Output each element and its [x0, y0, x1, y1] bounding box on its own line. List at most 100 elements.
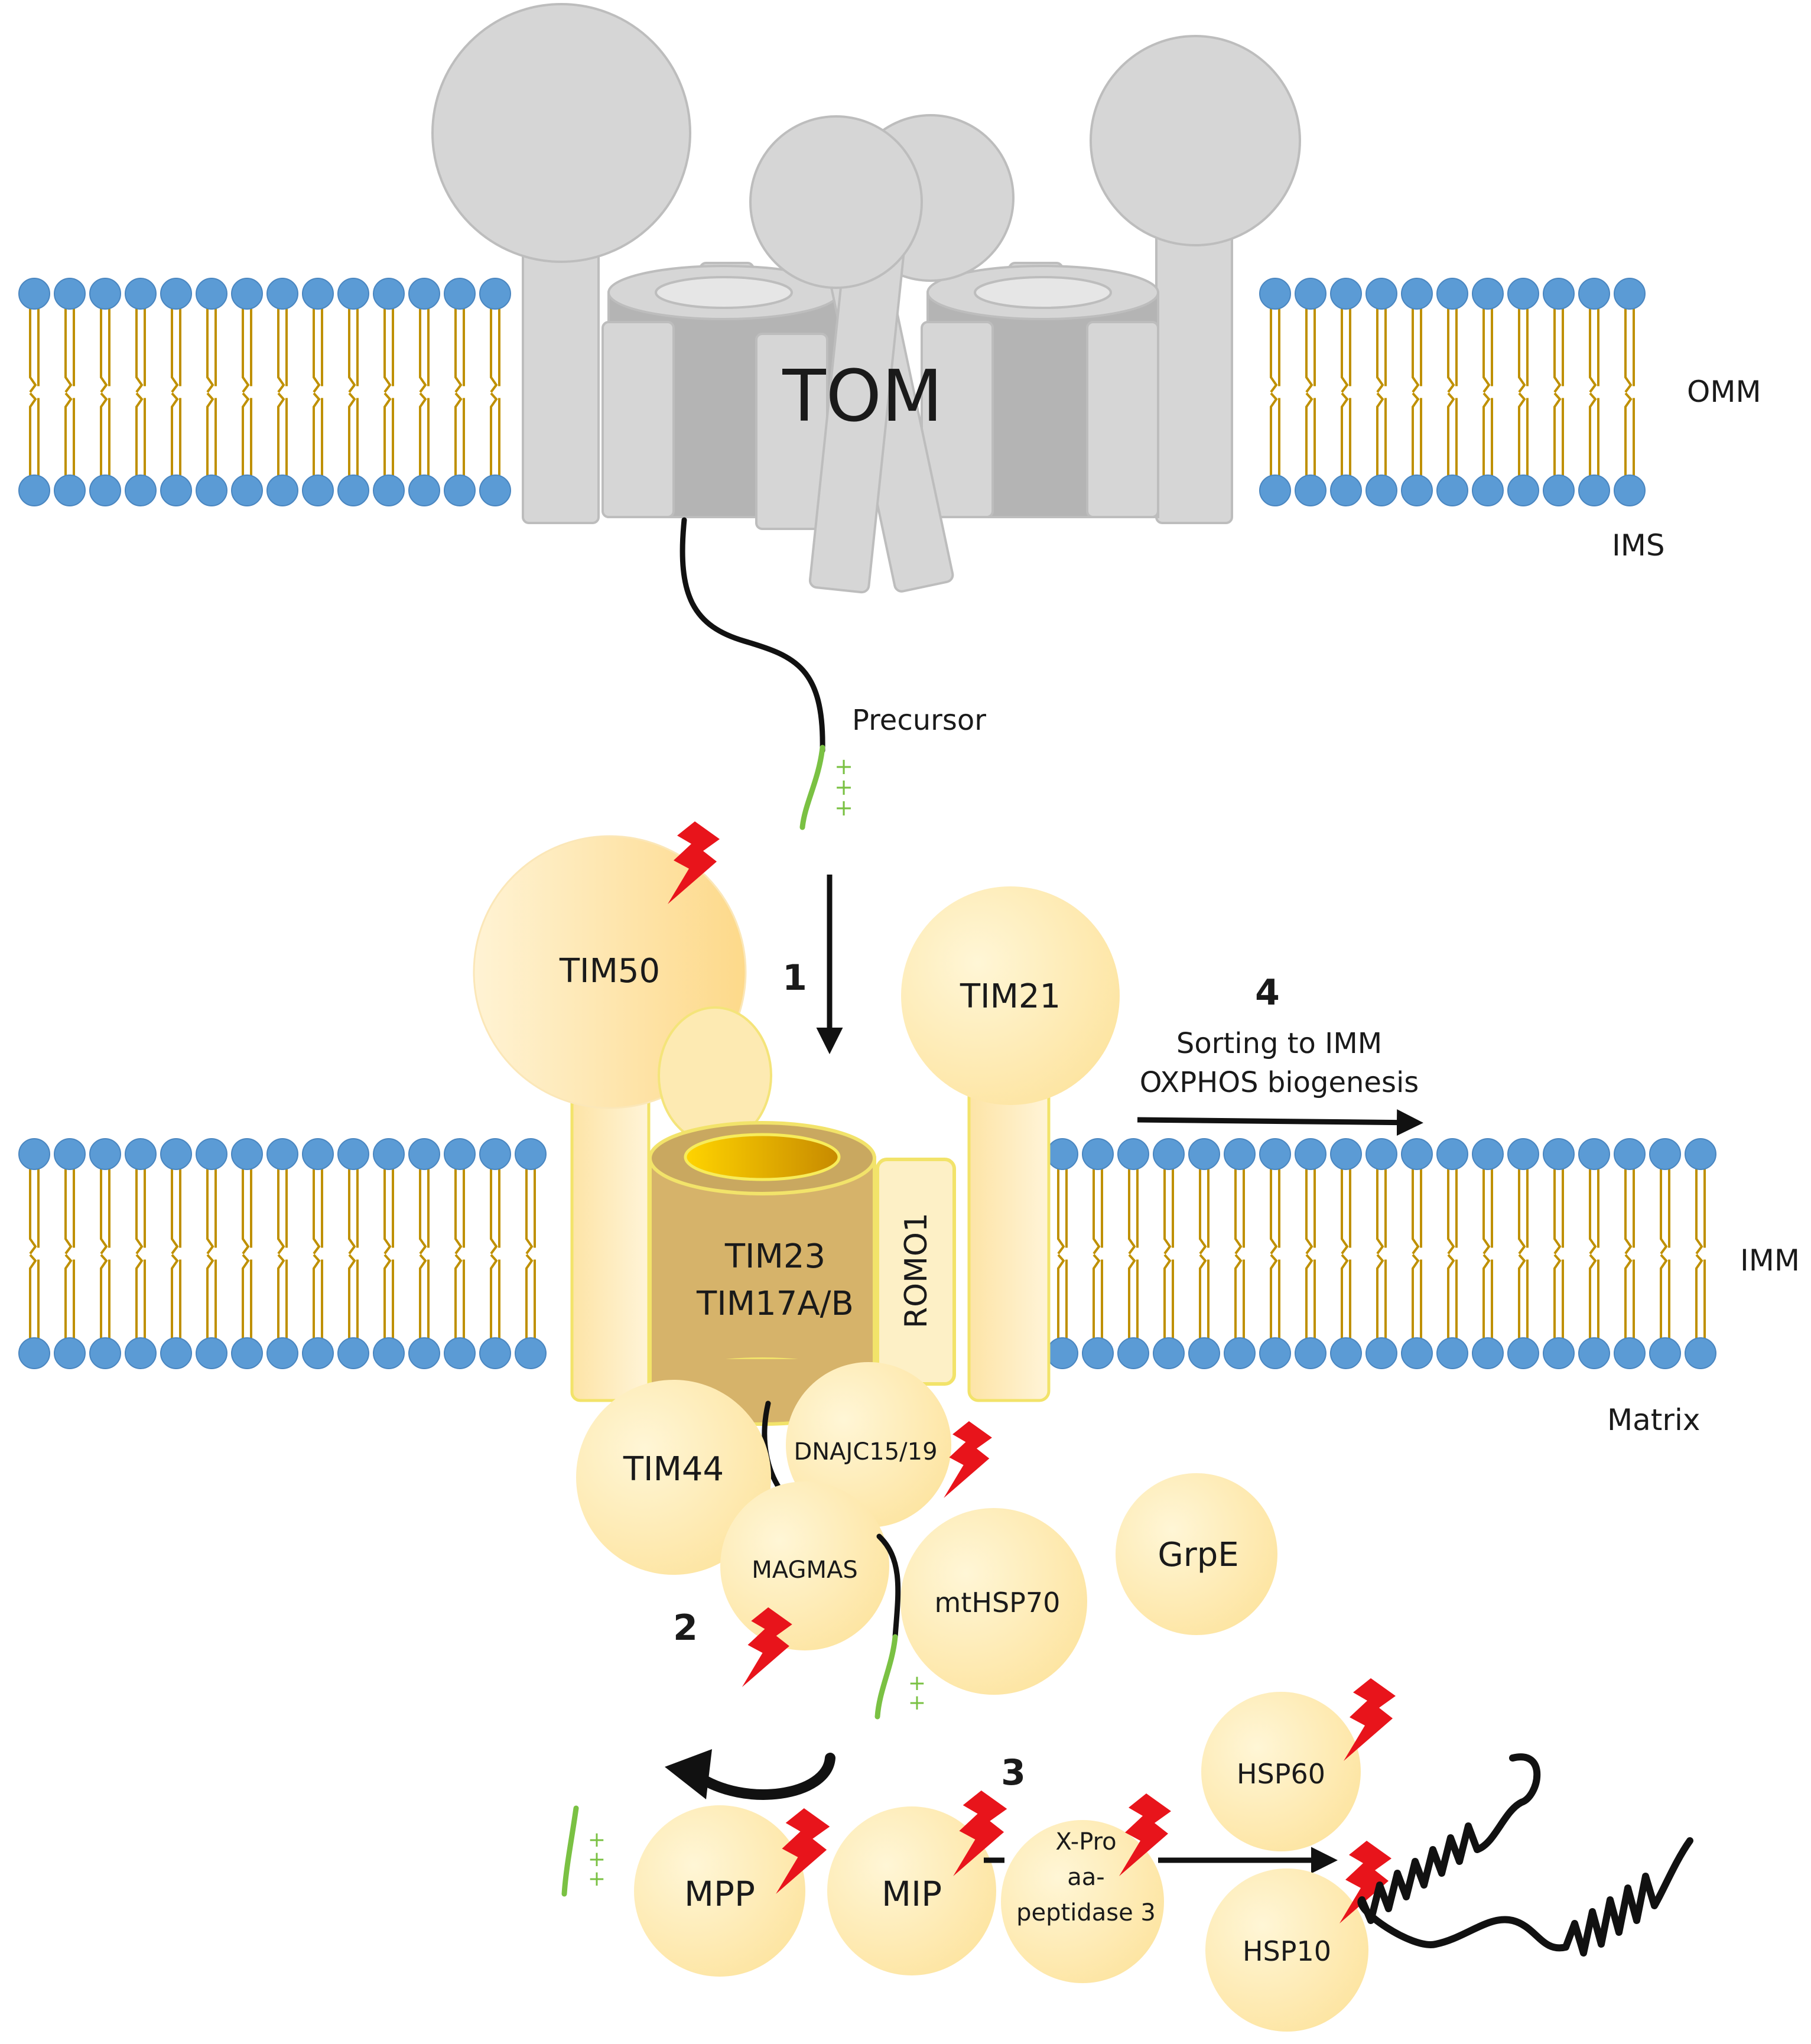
lipid-head	[1295, 278, 1326, 310]
grpe-label: GrpE	[1158, 1536, 1238, 1574]
lipid-tail	[1553, 1167, 1564, 1340]
precursor-chain	[679, 517, 825, 753]
xpro-label-line3: peptidase 3	[1016, 1899, 1156, 1926]
lipid-head	[1365, 278, 1397, 310]
lipid-tail	[1376, 1167, 1387, 1340]
tim17-label: TIM17A/B	[696, 1285, 854, 1323]
sorting-label-line1: Sorting to IMM	[1176, 1027, 1382, 1060]
lipid-tail	[419, 1167, 430, 1340]
lipid-tail	[454, 1167, 465, 1340]
lipid-head	[302, 1138, 334, 1170]
lipid-head	[1472, 278, 1504, 310]
lipid-head	[408, 278, 440, 310]
lipid-tail	[1199, 1167, 1209, 1340]
lipid-head	[160, 475, 192, 506]
cleaved-presequence	[561, 1805, 579, 1897]
lipid-tail	[29, 1167, 40, 1340]
lipid-head	[1401, 278, 1433, 310]
omm-label: OMM	[1687, 375, 1761, 409]
lipid-head	[1578, 1138, 1610, 1170]
lipid-head	[1188, 1138, 1220, 1170]
lipid-tail	[135, 1167, 146, 1340]
precursor-matrix-chain-lower	[876, 1533, 901, 1640]
lipid-tail	[1341, 1167, 1351, 1340]
lipid-head	[1614, 1138, 1646, 1170]
lipid-tail	[348, 307, 359, 477]
lipid-head	[408, 475, 440, 506]
lipid-tail	[64, 1167, 75, 1340]
lipid-head	[444, 1337, 476, 1369]
lipid-head	[1685, 1337, 1716, 1369]
magmas-label: MAGMAS	[752, 1556, 857, 1584]
lipid-head	[1259, 475, 1291, 506]
lipid-head	[1046, 1337, 1078, 1369]
step-4-arrow	[1137, 1109, 1423, 1136]
lipid-tail	[206, 1167, 217, 1340]
lightning-icon	[1344, 1678, 1396, 1761]
lipid-head	[1259, 1337, 1291, 1369]
lipid-tail	[171, 1167, 181, 1340]
lipid-head	[196, 1337, 227, 1369]
step-1-number: 1	[782, 957, 807, 999]
lipid-head	[231, 1337, 263, 1369]
lipid-head	[160, 278, 192, 310]
lipid-head	[515, 1138, 547, 1170]
lightning-icon	[944, 1421, 992, 1498]
lipid-head	[1436, 1138, 1468, 1170]
lipid-head	[89, 278, 121, 310]
lipid-head	[1472, 1138, 1504, 1170]
lipid-head	[89, 475, 121, 506]
lipid-head	[302, 278, 334, 310]
lipid-head	[1365, 475, 1397, 506]
lipid-head	[1685, 1138, 1716, 1170]
step-3-number: 3	[1001, 1752, 1026, 1793]
lipid-tail	[1518, 1167, 1529, 1340]
lipid-tail	[1270, 307, 1280, 477]
tim21-head	[901, 886, 1120, 1105]
lipid-head	[1117, 1138, 1149, 1170]
lipid-head	[479, 1337, 511, 1369]
lipid-head	[444, 278, 476, 310]
lipid-head	[1543, 278, 1575, 310]
lipid-head	[1295, 1138, 1326, 1170]
lipid-tail	[1660, 1167, 1670, 1340]
lipid-tail	[313, 307, 323, 477]
lipid-tail	[100, 1167, 110, 1340]
lipid-head	[1365, 1138, 1397, 1170]
lipid-head	[444, 475, 476, 506]
tim50-label: TIM50	[559, 952, 660, 990]
cleavage-arrow-head	[665, 1749, 712, 1799]
lipid-head	[196, 278, 227, 310]
xpro-label-line1: X-Pro	[1055, 1828, 1116, 1855]
lipid-head	[337, 278, 369, 310]
tim23-complex	[473, 835, 1120, 1426]
magmas-protein	[720, 1481, 889, 1650]
step-2-number: 2	[673, 1607, 698, 1649]
lipid-head	[196, 1138, 227, 1170]
lipid-head	[1543, 1337, 1575, 1369]
tim23-pore	[684, 1133, 841, 1181]
lipid-head	[1578, 1337, 1610, 1369]
tim23-label: TIM23	[724, 1237, 825, 1276]
lipid-head	[1436, 1337, 1468, 1369]
lipid-head	[1614, 1337, 1646, 1369]
lipid-tail	[1057, 1167, 1068, 1340]
lipid-tail	[1128, 1167, 1139, 1340]
lipid-tail	[1376, 307, 1387, 477]
lipid-head	[1188, 1337, 1220, 1369]
lipid-head	[1401, 1138, 1433, 1170]
lipid-tail	[1518, 307, 1529, 477]
lipid-tail	[135, 307, 146, 477]
tim21-label: TIM21	[960, 977, 1061, 1016]
precursor-label: Precursor	[852, 704, 986, 737]
lipid-head	[1401, 475, 1433, 506]
lipid-head	[54, 1337, 86, 1369]
lipid-head	[302, 1337, 334, 1369]
lipid-tail	[242, 307, 252, 477]
lipid-tail	[1234, 1167, 1245, 1340]
mthsp70-protein	[900, 1508, 1087, 1695]
lipid-head	[1507, 1337, 1539, 1369]
lipid-head	[1153, 1138, 1185, 1170]
lipid-head	[89, 1337, 121, 1369]
charge-plus: +	[908, 1691, 926, 1715]
